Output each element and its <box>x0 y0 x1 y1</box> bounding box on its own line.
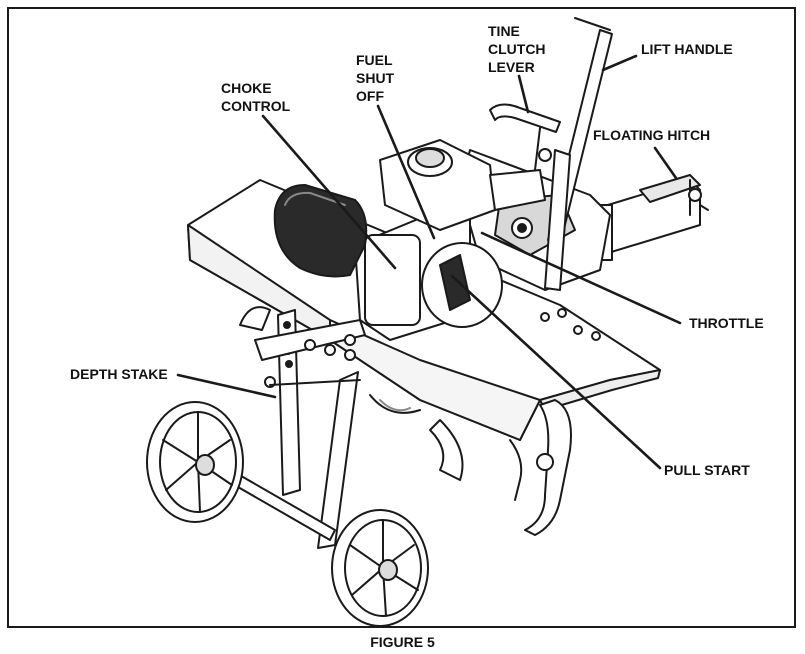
leader-choke-control <box>261 114 397 270</box>
label-lift-handle: LIFT HANDLE <box>641 41 733 57</box>
leader-floating-hitch <box>653 146 678 180</box>
leader-tine-clutch-lever <box>517 74 530 114</box>
right-wheel-drawing <box>331 509 429 627</box>
leader-fuel-shut-off <box>376 104 436 240</box>
label-fuel-shut-off: FUEL SHUT OFF <box>356 52 395 104</box>
figure-frame <box>7 7 796 628</box>
label-depth-stake: DEPTH STAKE <box>70 366 168 382</box>
leader-throttle <box>480 231 682 325</box>
leader-depth-stake <box>176 373 277 399</box>
left-wheel-drawing <box>146 401 244 523</box>
leader-lift-handle <box>601 54 638 72</box>
label-pull-start: PULL START <box>664 462 750 478</box>
label-floating-hitch: FLOATING HITCH <box>593 127 711 143</box>
leader-pull-start <box>450 274 662 470</box>
figure-caption: FIGURE 5 <box>370 634 435 650</box>
label-choke-control: CHOKE CONTROL <box>221 80 291 114</box>
label-tine-clutch-lever: TINE CLUTCH LEVER <box>488 23 546 75</box>
label-throttle: THROTTLE <box>689 315 764 331</box>
